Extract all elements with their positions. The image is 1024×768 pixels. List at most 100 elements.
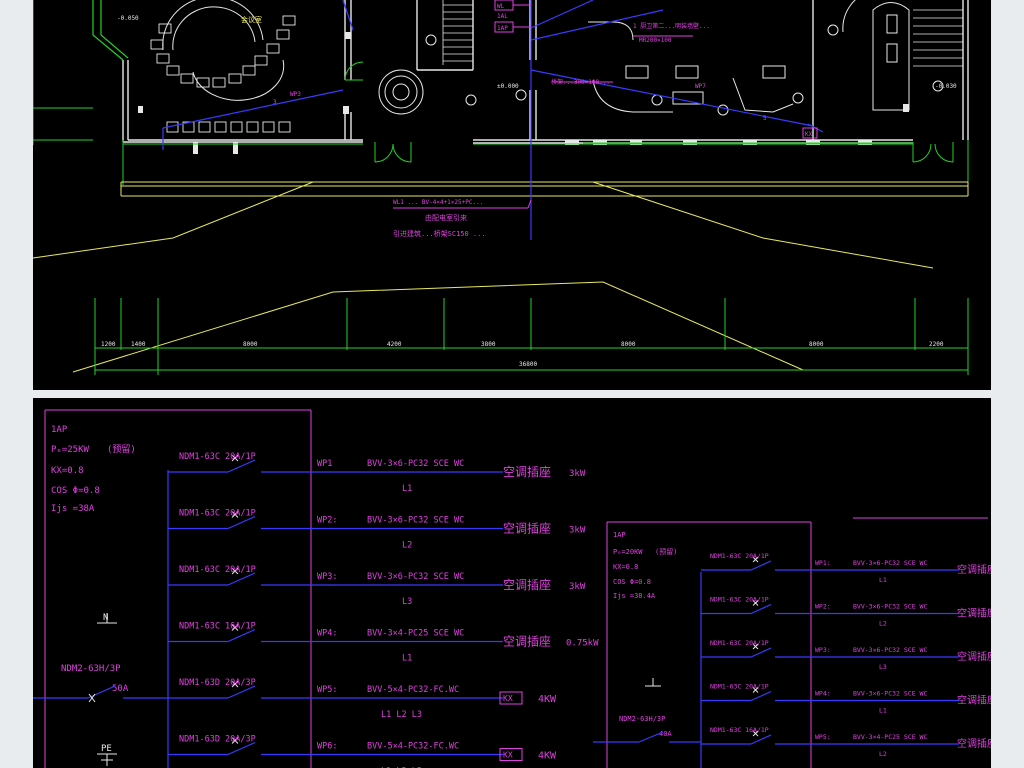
circuit-label-3: 3 xyxy=(273,99,277,106)
blue-wiring xyxy=(162,0,824,240)
right-circuits: NDM1-63C 20A/1P WP1: BVV-3×6-PC32 SCE WC L1… xyxy=(701,552,991,758)
circuit-id: WP2: xyxy=(317,516,337,526)
breaker-label: NDM1-63C 20A/1P xyxy=(179,565,256,575)
pe-bus-label: PE xyxy=(101,744,112,754)
circuit-label-wp7: WP7 xyxy=(695,83,706,90)
breaker-label: NDM1-63C 16A/1P xyxy=(179,622,256,632)
terrace xyxy=(33,181,969,373)
right-circuit-id: WP3: xyxy=(815,646,831,654)
right-circuit-row: NDM1-63C 20A/1P WP2: BVV-3×6-PC32 SCE WC L2… xyxy=(701,596,991,628)
doors xyxy=(344,61,954,163)
right-panel-kx: KX=0.8 xyxy=(613,563,638,571)
floor-annotations: -0.050 ±0.000 -0.030 WP3 3 WP7 5 WL 1AL … xyxy=(117,3,957,238)
phase-label: L1 L2 L3 xyxy=(381,767,422,768)
right-phase-label: L2 xyxy=(879,620,887,628)
right-breaker-label: NDM1-63C 16A/1P xyxy=(710,726,769,734)
power-label: 3kW xyxy=(569,582,586,592)
main-breaker-x xyxy=(88,693,96,703)
circuit-row: NDM1-63D 20A/3PWP5:BVV-5×4-PC32-FC.WCL1 … xyxy=(168,678,557,720)
note-bottom-2: 由配电室引来 xyxy=(425,213,467,222)
phase-label: L1 L2 L3 xyxy=(381,710,422,720)
dim-label-1: 1200 xyxy=(101,341,116,348)
column-2 xyxy=(343,106,349,114)
cable-spec: BVV-3×6-PC32 SCE WC xyxy=(367,516,464,526)
right-phase-label: L1 xyxy=(879,576,887,584)
power-label: 4KW xyxy=(538,694,557,705)
sofa-set xyxy=(588,21,794,113)
right-load-label: 空调插座 xyxy=(957,607,991,620)
load-label: 空调插座 xyxy=(503,634,551,649)
bus-symbols xyxy=(97,613,117,766)
level-mark-right: -0.030 xyxy=(935,83,957,90)
right-panel-pe: Pₑ=20KW xyxy=(613,548,643,556)
circuit-label-wl: WL xyxy=(497,3,505,10)
column-5 xyxy=(903,104,909,112)
kx-box xyxy=(499,691,523,705)
right-bus-symbol xyxy=(645,678,661,687)
level-mark-left: -0.050 xyxy=(117,15,139,22)
bay-window xyxy=(92,0,129,61)
right-load-label: 空调插座 xyxy=(957,563,991,576)
right-cable-spec: BVV-3×6-PC32 SCE WC xyxy=(853,603,927,611)
stair-right xyxy=(913,9,963,67)
phase-label: L1 xyxy=(402,654,412,664)
n-bus-label: N xyxy=(103,613,108,623)
kx-box xyxy=(499,748,523,761)
right-panel-pe-note: (预留) xyxy=(655,547,677,556)
right-panel-name: 1AP xyxy=(613,531,626,539)
breaker-label: NDM1-63C 20A/1P xyxy=(179,452,256,462)
column-3 xyxy=(193,142,198,154)
dim-label-3: 8000 xyxy=(243,341,258,348)
dim-label-2: 1400 xyxy=(131,341,146,348)
power-label: 0.75kW xyxy=(566,639,599,649)
dim-label-7: 8000 xyxy=(809,341,824,348)
green-window-line xyxy=(122,140,969,185)
cable-spec: BVV-3×4-PC25 SCE WC xyxy=(367,629,464,639)
right-phase-label: L2 xyxy=(879,750,887,758)
dimension-lines xyxy=(94,298,969,375)
note-left-tray: 桥架...300×100... xyxy=(551,78,610,86)
right-circuit-id: WP2: xyxy=(815,603,831,611)
load-label: 空调插座 xyxy=(503,464,551,479)
right-phase-label: L1 xyxy=(879,707,887,715)
right-circuit-id: WP1: xyxy=(815,559,831,567)
phase-label: L3 xyxy=(402,597,412,607)
main-feeder xyxy=(33,470,169,768)
left-edge-lines xyxy=(33,0,93,145)
circuit-label-1al: 1AL xyxy=(497,13,508,20)
panel-kx: KX=0.8 xyxy=(51,466,84,476)
panel-name: 1AP xyxy=(51,425,68,435)
floor-plan-drawing: 会议室 xyxy=(33,0,969,375)
circuit-label-5: 5 xyxy=(763,115,767,122)
right-breaker-label: NDM1-63C 20A/1P xyxy=(710,639,769,647)
circuit-id: WP1 xyxy=(317,459,332,469)
cable-spec: BVV-3×6-PC32 SCE WC xyxy=(367,572,464,582)
phase-label: L2 xyxy=(402,541,412,551)
load-label: 空调插座 xyxy=(503,577,551,592)
right-load-label: 空调插座 xyxy=(957,737,991,750)
chair-row xyxy=(166,121,291,133)
right-load-label: 空调插座 xyxy=(957,694,991,707)
main-breaker: NDM2-63H/3P xyxy=(61,664,121,674)
magenta-leaders xyxy=(393,0,818,209)
breaker-label: NDM1-63C 20A/1P xyxy=(179,509,256,519)
right-breaker-label: NDM1-63C 20A/1P xyxy=(710,596,769,604)
cable-spec: BVV-5×4-PC32-FC.WC xyxy=(367,685,459,695)
panel-pe: Pₑ=25KW xyxy=(51,445,90,455)
panel-cos: COS Φ=0.8 xyxy=(51,486,100,496)
right-main-rating: 40A xyxy=(659,730,672,738)
right-main-breaker: NDM2-63H/3P xyxy=(619,715,665,723)
stair xyxy=(442,0,473,65)
power-label: 4KW xyxy=(538,751,557,762)
level-mark-center: ±0.000 xyxy=(497,83,519,90)
column-6 xyxy=(345,32,351,39)
phase-label: L1 xyxy=(402,484,412,494)
floor-plan-panel: 会议室 xyxy=(33,0,991,390)
round-table xyxy=(378,69,424,115)
conference-chairs xyxy=(150,15,296,88)
